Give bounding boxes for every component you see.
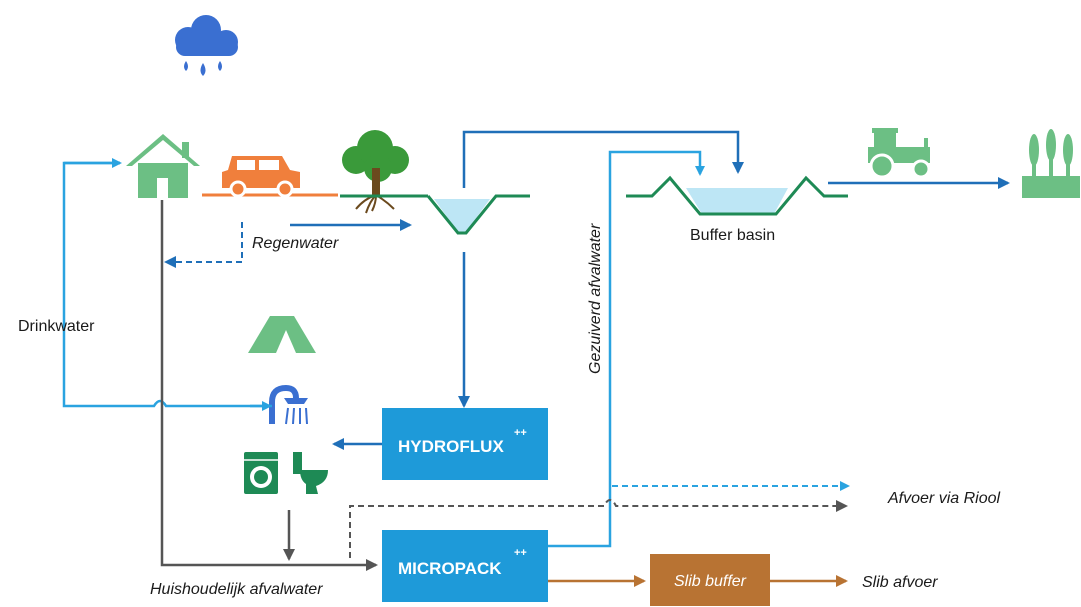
micropack-label: MICROPACK: [398, 559, 502, 578]
drinkwater-line: [62, 161, 272, 408]
washing-machine-icon: [244, 452, 278, 494]
tent-icon: [248, 316, 316, 353]
tree-icon: [342, 130, 409, 214]
hydroflux-sup: ++: [514, 427, 527, 439]
buffer-basin-label: Buffer basin: [690, 227, 775, 244]
toilet-icon: [293, 452, 328, 494]
huishoudelijk-label: Huishoudelijk afvalwater: [150, 581, 323, 598]
regenwater-label: Regenwater: [252, 235, 339, 252]
drinkwater-label: Drinkwater: [18, 318, 95, 335]
crops-icon: [1022, 129, 1080, 198]
rain-cloud-icon: [175, 15, 238, 76]
slib-afvoer-label: Slib afvoer: [862, 574, 938, 591]
gezuiverd-label: Gezuiverd afvalwater: [587, 223, 604, 374]
household-wastewater-line: [160, 200, 378, 571]
hydroflux-label: HYDROFLUX: [398, 437, 504, 456]
car-icon: [222, 156, 300, 198]
swale: [426, 194, 530, 235]
slib-buffer-label: Slib buffer: [674, 573, 747, 590]
buffer-basin: [626, 175, 848, 216]
treated-water-line: [546, 150, 705, 548]
hydroflux-box: HYDROFLUX ++: [382, 408, 548, 480]
tractor-icon: [868, 128, 931, 179]
micropack-sup: ++: [514, 547, 527, 559]
afvoer-riool-label: Afvoer via Riool: [887, 490, 1000, 507]
overflow-to-basin-arrow: [462, 130, 744, 188]
sewer-discharge-dashed: [349, 499, 848, 558]
slib-buffer-box: Slib buffer: [650, 554, 770, 606]
micropack-box: MICROPACK ++: [382, 530, 548, 602]
shower-icon: [269, 384, 308, 425]
house-icon: [126, 134, 200, 198]
rainwater-return-dashed: [164, 222, 243, 268]
